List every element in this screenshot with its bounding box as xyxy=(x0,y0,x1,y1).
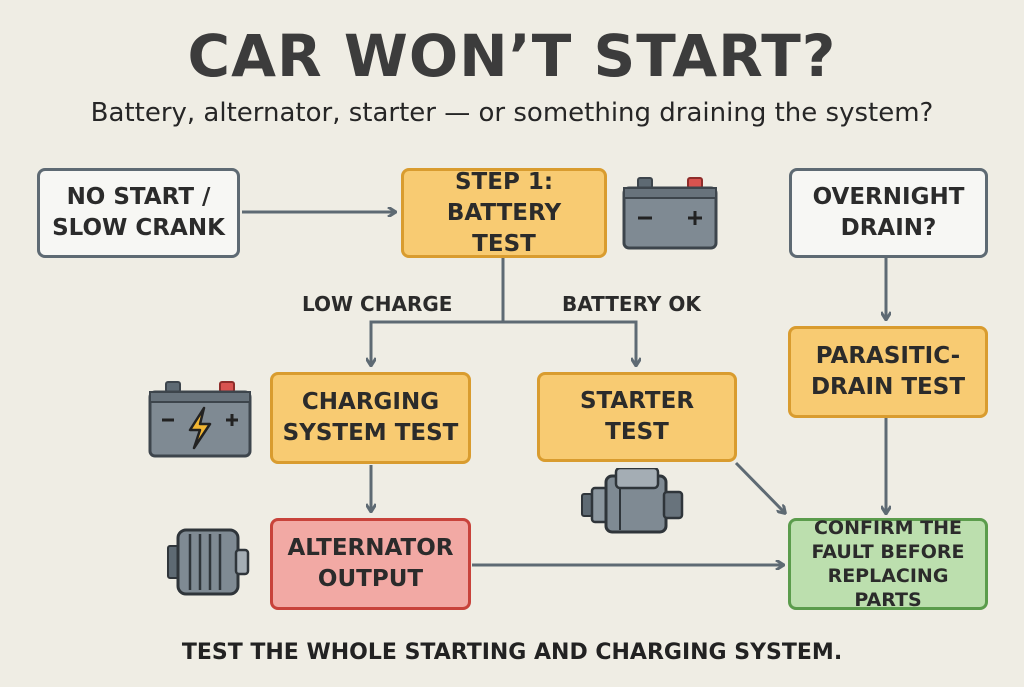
arrow-battery-branch xyxy=(371,258,505,364)
edge-label-battery-ok: BATTERY OK xyxy=(562,292,701,316)
page-subtitle: Battery, alternator, starter — or someth… xyxy=(90,98,934,128)
node-overnight-drain: OVERNIGHT DRAIN? xyxy=(789,168,988,258)
node-starter-test: STARTER TEST xyxy=(537,372,737,462)
node-no-start-label: NO START / SLOW CRANK xyxy=(52,184,225,241)
starter-motor-icon xyxy=(581,468,684,534)
arrow-battery-ok xyxy=(503,320,636,364)
node-no-start: NO START / SLOW CRANK xyxy=(37,168,240,258)
battery-charging-icon xyxy=(148,381,252,458)
footer-note: TEST THE WHOLE STARTING AND CHARGING SYS… xyxy=(181,640,843,665)
node-parasitic-test: PARASITIC- DRAIN TEST xyxy=(788,326,988,418)
alternator-icon xyxy=(167,528,250,596)
arrow-starter-to-confirm xyxy=(734,461,784,512)
edge-label-low-charge: LOW CHARGE xyxy=(302,292,453,316)
node-battery-test: STEP 1: BATTERY TEST xyxy=(401,168,607,258)
node-alternator-output: ALTERNATOR OUTPUT xyxy=(270,518,471,610)
node-charging-test-label: CHARGING SYSTEM TEST xyxy=(282,389,459,446)
node-parasitic-test-label: PARASITIC- DRAIN TEST xyxy=(810,343,966,400)
node-battery-test-label: STEP 1: BATTERY TEST xyxy=(446,168,562,257)
node-starter-test-label: STARTER TEST xyxy=(579,388,695,445)
page-title: CAR WON’T START? xyxy=(187,22,837,90)
node-overnight-drain-label: OVERNIGHT DRAIN? xyxy=(812,184,965,241)
node-confirm-fault-label: CONFIRM THE FAULT BEFORE REPLACING PARTS xyxy=(811,517,965,611)
battery-icon xyxy=(622,177,718,250)
node-alternator-output-label: ALTERNATOR OUTPUT xyxy=(287,535,454,592)
node-charging-test: CHARGING SYSTEM TEST xyxy=(270,372,471,464)
node-confirm-fault: CONFIRM THE FAULT BEFORE REPLACING PARTS xyxy=(788,517,988,611)
